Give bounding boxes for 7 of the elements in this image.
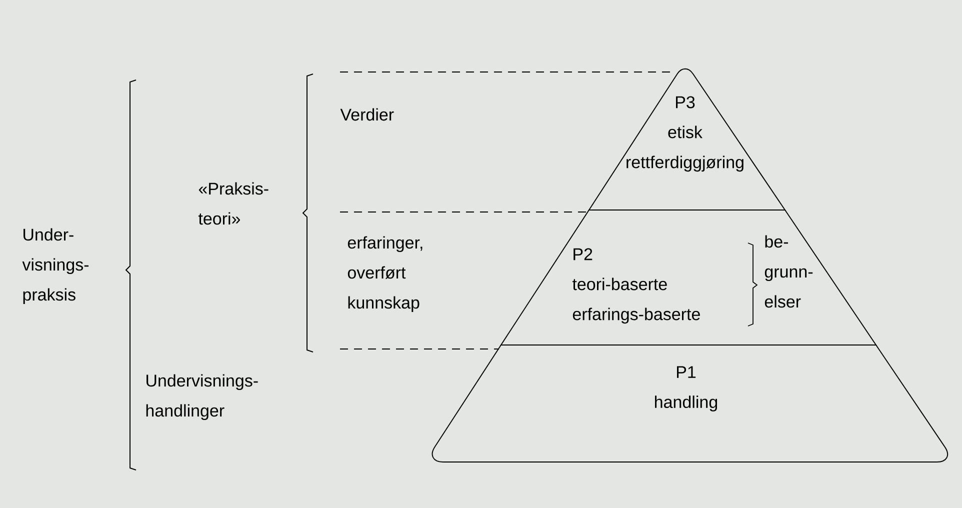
- side-label: Under- visnings- praksis: [22, 228, 89, 304]
- pyramid-level: P3 etisk rettferdiggjøring: [588, 68, 786, 210]
- side-label: Verdier: [340, 108, 394, 121]
- pyramid-level: P1 handling: [432, 344, 948, 462]
- side-label: erfaringer, overført kunnskap: [348, 236, 422, 312]
- side-label: Undervisnings- handlinger: [146, 374, 258, 420]
- side-label: «Praksis- teori»: [198, 182, 268, 225]
